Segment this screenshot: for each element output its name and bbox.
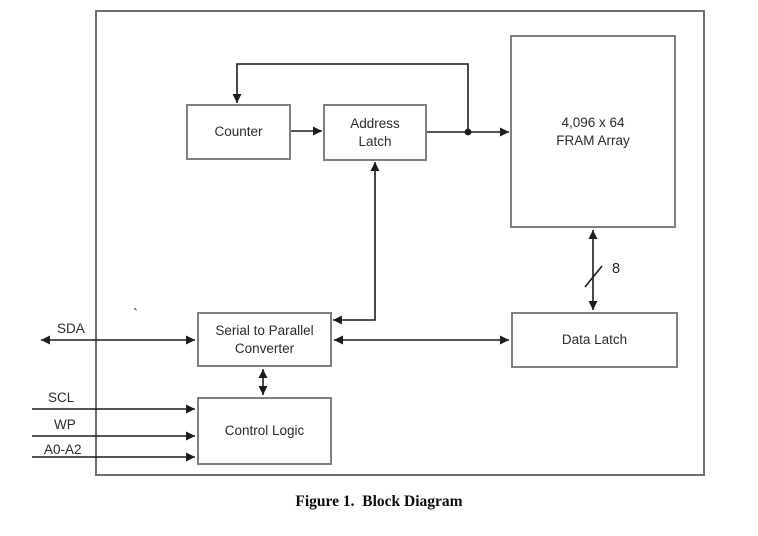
- block-counter-label: Counter: [214, 124, 263, 140]
- diagram-outer-border: [95, 10, 705, 476]
- block-fram-array-label: 4,096 x 64 FRAM Array: [556, 115, 630, 148]
- block-serial-to-parallel-converter: Serial to Parallel Converter: [197, 312, 332, 367]
- bus-width-label: 8: [612, 261, 621, 277]
- block-fram-array: 4,096 x 64 FRAM Array: [510, 35, 676, 228]
- signal-label-sda: SDA: [57, 321, 85, 336]
- block-control-logic: Control Logic: [197, 397, 332, 465]
- block-control-logic-label: Control Logic: [224, 423, 305, 439]
- block-data-latch-label: Data Latch: [561, 332, 628, 348]
- figure-caption: Figure 1. Block Diagram: [295, 493, 463, 510]
- block-serial-to-parallel-converter-label: Serial to Parallel Converter: [215, 323, 314, 356]
- block-counter: Counter: [186, 104, 291, 160]
- block-data-latch: Data Latch: [511, 312, 678, 368]
- signal-label-scl: SCL: [48, 390, 75, 405]
- block-address-latch-label: Address Latch: [350, 116, 400, 149]
- signal-label-a0-a2: A0-A2: [44, 442, 82, 457]
- signal-label-wp: WP: [54, 417, 76, 432]
- stray-tick-mark: `: [133, 306, 138, 323]
- block-address-latch: Address Latch: [323, 104, 427, 161]
